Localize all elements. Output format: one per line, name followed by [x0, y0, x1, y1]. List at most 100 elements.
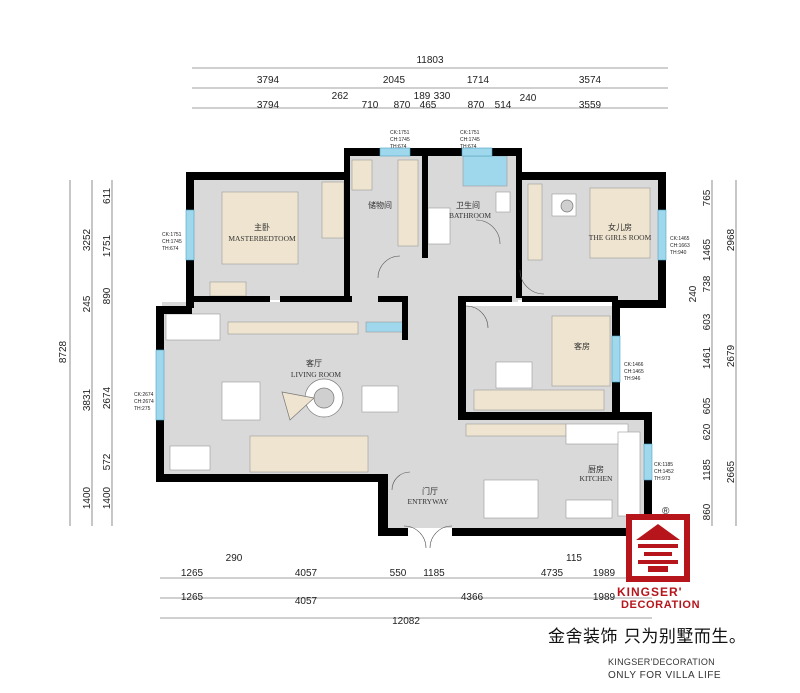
kitchen-counter-side [617, 431, 641, 517]
room-labels: 主卧 MASTERBEDTOOM 储物间 卫生间 BATHROOM 女儿房 TH… [228, 200, 651, 506]
bottom-dimensions: 290 1265 4057 550 1185 115 4735 1989 126… [181, 553, 616, 627]
doors [377, 219, 545, 549]
guest-bed [551, 315, 611, 387]
master-bed [221, 191, 299, 265]
svg-text:710: 710 [362, 100, 379, 111]
svg-text:CH:1663: CH:1663 [670, 243, 690, 249]
room-kitchen-cn: 厨房 [588, 464, 604, 474]
svg-text:620: 620 [702, 423, 713, 440]
svg-text:550: 550 [390, 568, 407, 579]
master-desk [209, 281, 247, 297]
room-master-en: MASTERBEDTOOM [228, 234, 296, 243]
svg-text:4366: 4366 [461, 592, 484, 603]
top-dimensions: 11803 3794 2045 1714 3574 3794 262 710 8… [257, 55, 602, 111]
svg-text:1751: 1751 [102, 234, 113, 257]
svg-text:TH:940: TH:940 [670, 250, 687, 256]
svg-text:CH:1745: CH:1745 [460, 137, 480, 143]
svg-text:CK:1751: CK:1751 [162, 232, 182, 238]
dining-table [483, 479, 539, 519]
svg-text:TH:973: TH:973 [654, 476, 671, 482]
svg-text:4735: 4735 [541, 568, 564, 579]
svg-text:CK:1751: CK:1751 [390, 130, 410, 136]
svg-text:870: 870 [394, 100, 411, 111]
guest-cabinet [473, 389, 605, 411]
aquarium [365, 321, 405, 333]
storage-shelf [351, 159, 373, 191]
guest-desk-chair [495, 361, 533, 389]
svg-text:CH:1745: CH:1745 [162, 239, 182, 245]
storage-shelf-2 [397, 159, 419, 247]
svg-text:240: 240 [688, 285, 699, 302]
room-living-en: LIVING ROOM [291, 370, 342, 379]
room-bath-cn: 卫生间 [456, 200, 480, 210]
window-storage [379, 147, 411, 157]
svg-text:CK:1751: CK:1751 [460, 130, 480, 136]
dimension-lines [69, 67, 737, 619]
window-girls [657, 209, 667, 261]
svg-text:2968: 2968 [726, 228, 737, 251]
svg-text:290: 290 [226, 553, 243, 564]
armchair [361, 385, 399, 413]
svg-text:765: 765 [702, 189, 713, 206]
sofa [249, 435, 369, 473]
svg-text:890: 890 [102, 287, 113, 304]
room-kitchen-en: KITCHEN [580, 474, 613, 483]
svg-text:CH:2674: CH:2674 [134, 399, 154, 405]
svg-text:TH:674: TH:674 [390, 144, 407, 150]
svg-text:605: 605 [702, 397, 713, 414]
svg-text:2045: 2045 [383, 75, 406, 86]
svg-text:330: 330 [434, 91, 451, 102]
svg-text:3574: 3574 [579, 75, 602, 86]
girls-wardrobe [527, 183, 543, 261]
window-specs: CK:1751 CH:1745 TH:674 CK:1751 CH:1745 T… [134, 130, 690, 482]
svg-text:2674: 2674 [102, 386, 113, 409]
svg-text:CK:1185: CK:1185 [654, 462, 673, 468]
brand-name: KINGSER' [617, 585, 683, 599]
svg-text:240: 240 [520, 93, 537, 104]
svg-text:611: 611 [102, 188, 113, 204]
window-living [155, 349, 165, 421]
svg-text:CK:2674: CK:2674 [134, 392, 154, 398]
svg-text:11803: 11803 [416, 55, 444, 66]
room-girls-en: THE GIRLS ROOM [589, 233, 652, 242]
svg-text:TH:946: TH:946 [624, 376, 641, 382]
svg-text:CH:1745: CH:1745 [390, 137, 410, 143]
side-cabinet [165, 313, 221, 341]
svg-text:3559: 3559 [579, 100, 602, 111]
room-entry-en: ENTRYWAY [408, 497, 450, 506]
svg-text:572: 572 [102, 453, 113, 470]
svg-text:CK:1465: CK:1465 [670, 236, 690, 242]
svg-text:1461: 1461 [702, 346, 713, 369]
svg-text:262: 262 [332, 91, 349, 102]
master-wardrobe [321, 181, 345, 239]
svg-text:603: 603 [702, 313, 713, 330]
svg-text:3252: 3252 [82, 228, 93, 251]
svg-text:738: 738 [702, 275, 713, 292]
svg-text:1265: 1265 [181, 592, 204, 603]
window-master [185, 209, 195, 261]
kitchen-cabinet [565, 499, 613, 519]
svg-text:1989: 1989 [593, 592, 616, 603]
svg-text:115: 115 [566, 553, 582, 564]
svg-text:3794: 3794 [257, 75, 280, 86]
svg-text:TH:275: TH:275 [134, 406, 151, 412]
furniture-round [281, 199, 574, 421]
svg-text:1185: 1185 [423, 568, 445, 579]
window-kitchen [643, 443, 653, 481]
kitchen-upper [465, 423, 567, 437]
right-dimensions: 765 1465 738 240 603 1461 605 620 1185 8… [688, 189, 737, 520]
svg-text:245: 245 [82, 295, 93, 312]
furniture [165, 155, 651, 519]
svg-text:12082: 12082 [392, 616, 420, 627]
room-bath-en: BATHROOM [449, 211, 491, 220]
shower [427, 207, 451, 245]
windows [155, 147, 667, 481]
window-guest [611, 335, 621, 383]
svg-text:1265: 1265 [181, 568, 204, 579]
svg-text:870: 870 [468, 100, 485, 111]
svg-text:1400: 1400 [102, 486, 113, 509]
svg-text:189: 189 [414, 91, 431, 102]
svg-text:1185: 1185 [702, 459, 713, 481]
room-living-cn: 客厅 [306, 358, 322, 368]
toilet [495, 191, 511, 213]
